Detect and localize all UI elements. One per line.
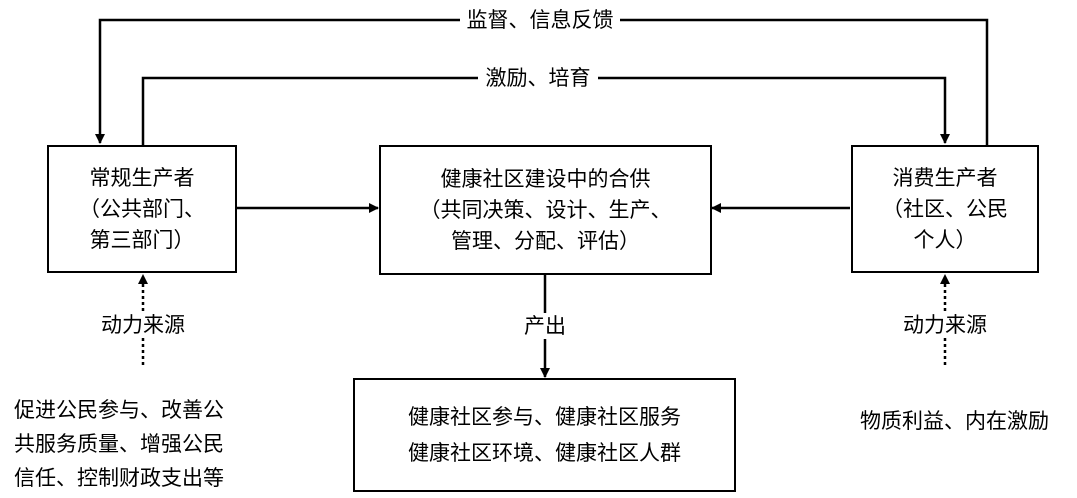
node-output-line-2: 健康社区环境、健康社区人群 bbox=[408, 441, 681, 465]
edge-label-incentive: 激励、培育 bbox=[478, 65, 598, 91]
edge-label-motive-right: 动力来源 bbox=[892, 312, 998, 338]
node-consumer-producer: 消费生产者 （社区、公民 个人） bbox=[851, 145, 1039, 273]
source-left-line-3: 信任、控制财政支出等 bbox=[14, 466, 224, 490]
node-consumer-line-3: 个人） bbox=[913, 227, 977, 252]
node-regular-producer: 常规生产者 （公共部门、 第三部门） bbox=[47, 145, 237, 273]
source-right-text: 物质利益、内在激励 bbox=[860, 409, 1049, 433]
node-coproduction-line-1: 健康社区建设中的合供 bbox=[440, 166, 651, 191]
source-left-line-1: 促进公民参与、改善公 bbox=[14, 398, 224, 422]
node-regular-line-3: 第三部门） bbox=[89, 227, 195, 252]
edge-label-supervise: 监督、信息反馈 bbox=[460, 7, 620, 33]
edge-label-motive-left: 动力来源 bbox=[90, 312, 196, 338]
source-left-text: 促进公民参与、改善公 共服务质量、增强公民 信任、控制财政支出等 bbox=[14, 393, 276, 495]
source-left-line-2: 共服务质量、增强公民 bbox=[14, 432, 224, 456]
edge-label-produce: 产出 bbox=[507, 313, 583, 339]
node-coproduction: 健康社区建设中的合供 （共同决策、设计、生产、 管理、分配、评估） bbox=[379, 145, 712, 275]
node-output: 健康社区参与、健康社区服务 健康社区环境、健康社区人群 bbox=[353, 378, 736, 492]
node-output-line-1: 健康社区参与、健康社区服务 bbox=[408, 405, 681, 429]
node-regular-line-2: （公共部门、 bbox=[79, 196, 205, 221]
node-coproduction-line-3: 管理、分配、评估） bbox=[451, 228, 640, 253]
node-consumer-line-1: 消费生产者 bbox=[892, 165, 998, 190]
node-consumer-line-2: （社区、公民 bbox=[882, 196, 1008, 221]
node-regular-line-1: 常规生产者 bbox=[89, 165, 195, 190]
node-coproduction-line-2: （共同决策、设计、生产、 bbox=[419, 197, 672, 222]
